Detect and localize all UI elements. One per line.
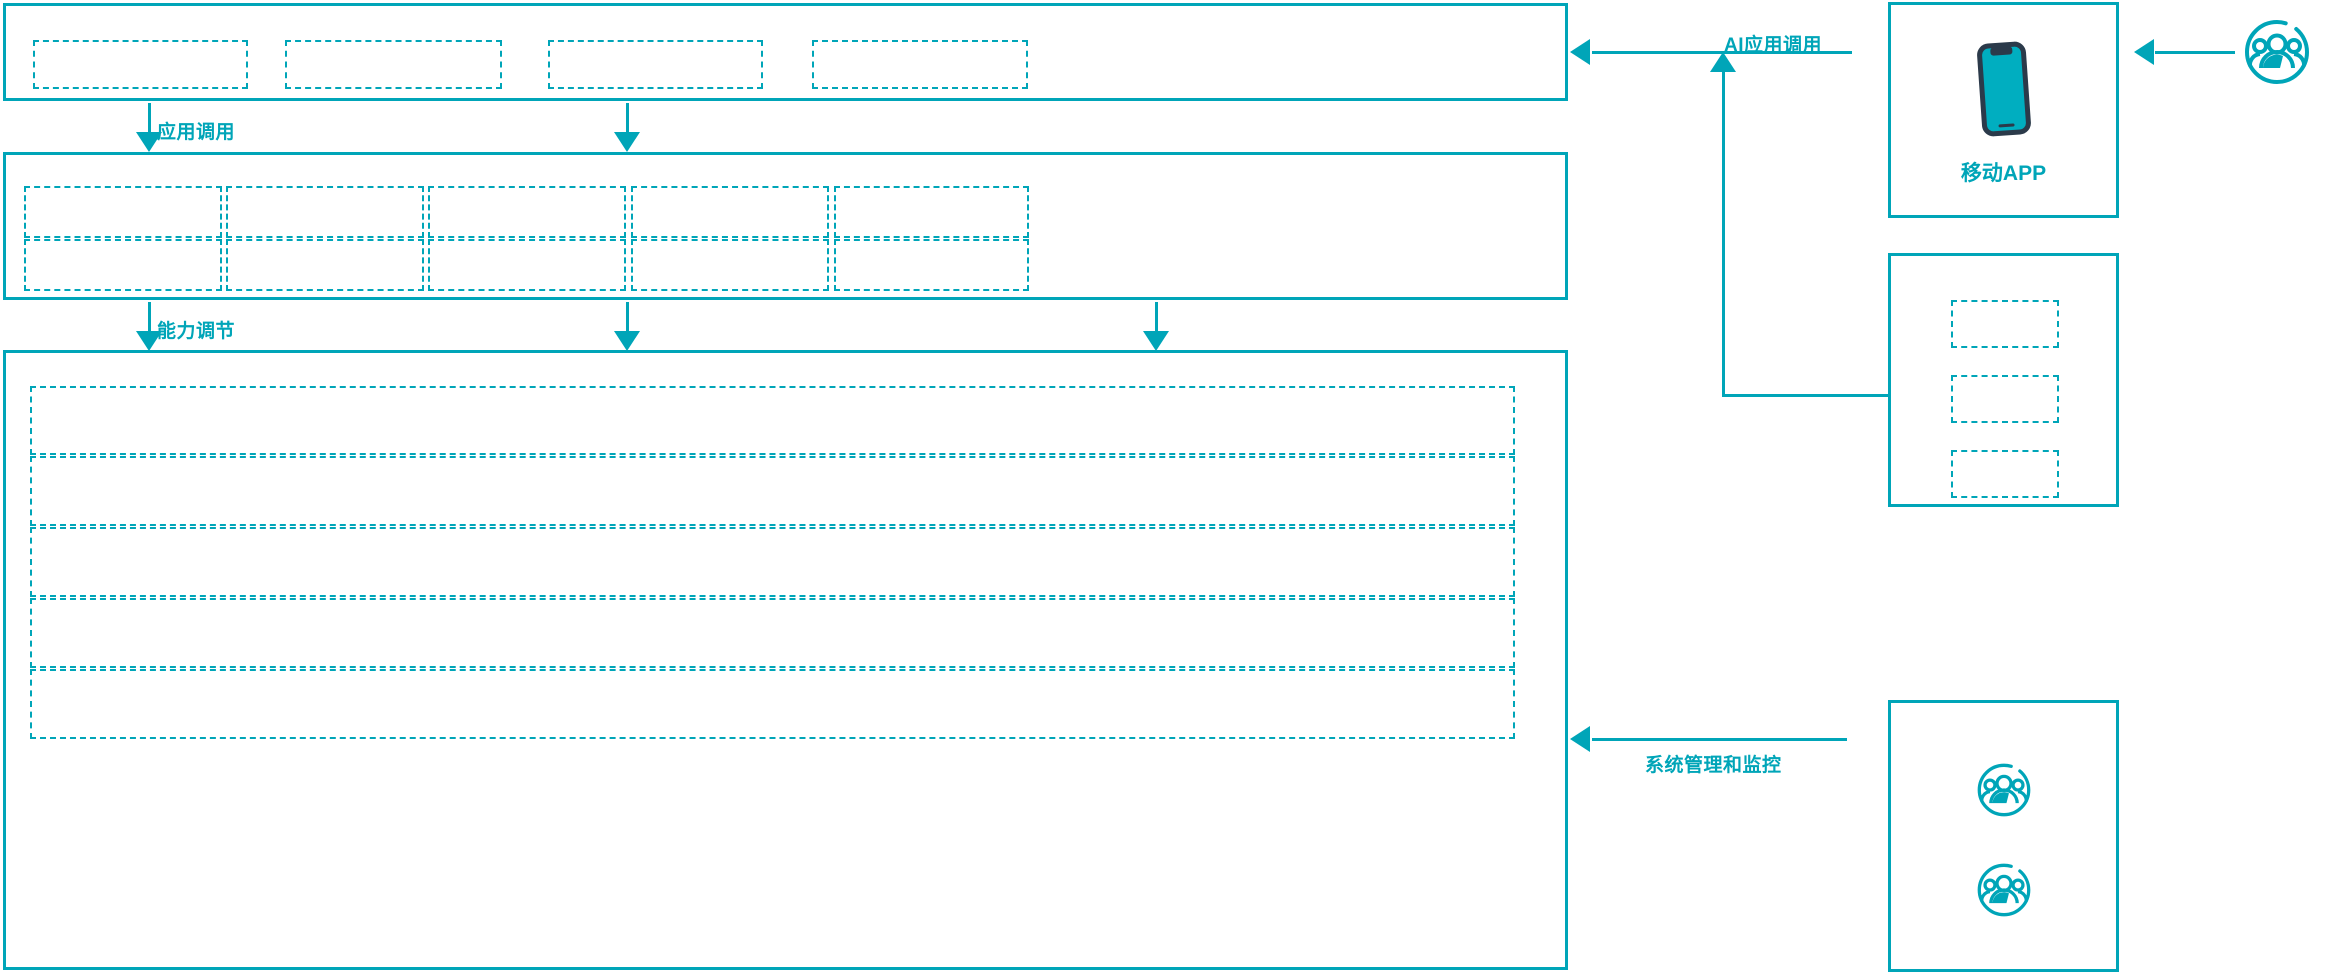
capability-layer-slot-7[interactable] (226, 239, 424, 291)
app-invoke-arrow-right (614, 132, 640, 152)
application-layer-slot-3[interactable] (548, 40, 763, 89)
ai-app-invoke-label: AI应用调用 (1724, 35, 1823, 56)
ai-app-invoke-riser (1722, 71, 1725, 397)
infrastructure-layer-slot-1[interactable] (30, 386, 1515, 455)
application-layer-slot-4[interactable] (812, 40, 1028, 89)
smartphone-icon (1972, 41, 2036, 142)
capability-adjust-connector-3 (1155, 302, 1158, 334)
capability-layer-slot-4[interactable] (631, 186, 829, 238)
capability-layer-slot-3[interactable] (428, 186, 626, 238)
capability-layer-slot-2[interactable] (226, 186, 424, 238)
capability-adjust-arrow-3 (1143, 331, 1169, 351)
capability-layer-slot-8[interactable] (428, 239, 626, 291)
ai-app-invoke-riser-arrow (1710, 52, 1736, 72)
capability-layer-slot-1[interactable] (24, 186, 222, 238)
system-admin-monitor-line (1592, 738, 1847, 741)
application-layer-slot-2[interactable] (285, 40, 502, 89)
channel-stack-slot-1[interactable] (1951, 300, 2059, 348)
app-invoke-connector-right (626, 103, 629, 135)
ai-app-invoke-arrow (1570, 39, 1590, 65)
application-layer-slot-1[interactable] (33, 40, 248, 89)
operator-user-group-icon-1 (1976, 762, 2032, 823)
end-user-to-mobile-app-arrow (2134, 39, 2154, 65)
channel-stack-slot-2[interactable] (1951, 375, 2059, 423)
channel-stack-slot-3[interactable] (1951, 450, 2059, 498)
ai-app-invoke-riser-foot (1722, 394, 1888, 397)
app-invoke-label: 应用调用 (157, 122, 236, 143)
infrastructure-layer-slot-2[interactable] (30, 456, 1515, 526)
end-user-to-mobile-app-line (2155, 51, 2235, 54)
operator-user-group-icon-2 (1976, 862, 2032, 923)
mobile-app-caption: 移动APP (1960, 162, 2047, 185)
capability-layer-slot-9[interactable] (631, 239, 829, 291)
infrastructure-layer-slot-5[interactable] (30, 669, 1515, 739)
system-admin-monitor-arrow (1570, 726, 1590, 752)
capability-layer-slot-6[interactable] (24, 239, 222, 291)
end-user-group-icon (2243, 18, 2311, 91)
capability-layer-slot-10[interactable] (834, 239, 1029, 291)
app-invoke-arrow-left (136, 132, 162, 152)
mobile-app-panel[interactable]: 移动APP (1888, 2, 2119, 218)
operators-panel (1888, 700, 2119, 972)
capability-adjust-connector-2 (626, 302, 629, 334)
application-layer-panel (3, 3, 1568, 101)
infrastructure-layer-slot-3[interactable] (30, 527, 1515, 597)
capability-adjust-connector-1 (148, 302, 151, 334)
capability-adjust-label: 能力调节 (157, 321, 236, 342)
system-admin-monitor-label: 系统管理和监控 (1645, 755, 1782, 776)
capability-layer-slot-5[interactable] (834, 186, 1029, 238)
infrastructure-layer-slot-4[interactable] (30, 598, 1515, 668)
capability-adjust-arrow-2 (614, 331, 640, 351)
capability-adjust-arrow-1 (136, 331, 162, 351)
app-invoke-connector-left (148, 103, 151, 135)
